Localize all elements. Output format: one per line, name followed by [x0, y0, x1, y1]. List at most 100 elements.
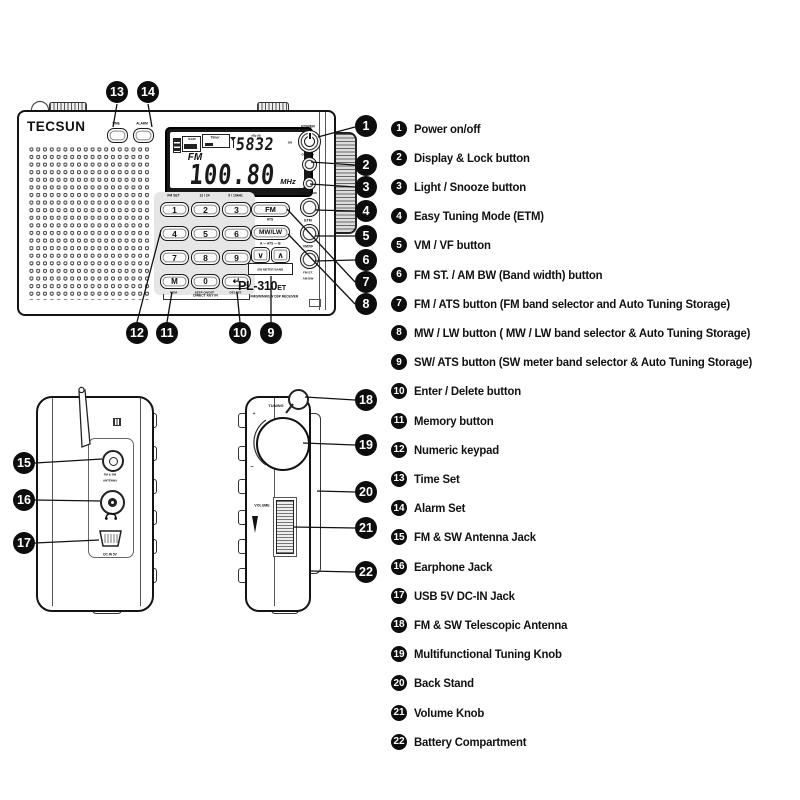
sw-up-button: ∧	[271, 247, 290, 263]
timer-label: Timer	[210, 135, 220, 140]
legend-label: VM / VF button	[414, 238, 491, 253]
legend-num: 20	[391, 675, 407, 692]
legend-label: Alarm Set	[414, 501, 466, 516]
legend-num: 21	[391, 704, 407, 721]
legend-item-9: 9 SW/ ATS button (SW meter band selector …	[391, 348, 797, 377]
callout-4: 4	[355, 200, 377, 222]
model-suffix: ET	[277, 285, 287, 292]
callout-18: 18	[355, 389, 377, 411]
key-7: 7	[160, 250, 189, 265]
direct-key-in-bracket	[163, 294, 250, 300]
lock-icon: [ = ]	[305, 171, 311, 176]
signal-units-label: dBµ dB	[251, 134, 261, 137]
key-0: 0	[191, 274, 220, 289]
legend-label: FM & SW Antenna Jack	[414, 530, 536, 545]
legend-label: Power on/off	[414, 121, 481, 136]
alarm-button	[133, 128, 154, 143]
lcd-frequency: 100.80	[188, 160, 277, 192]
enter-key-hint: DELETE	[229, 290, 242, 295]
power-label: POWER	[301, 124, 315, 129]
display-button	[302, 157, 317, 172]
ats-ab-label: A — ATS — B	[260, 241, 281, 246]
earphone-jack	[100, 490, 125, 515]
legend-num: 8	[391, 324, 407, 341]
key-4: 4	[160, 226, 189, 241]
key-9: 9	[222, 250, 251, 265]
legend-label: Light / Snooze button	[414, 179, 526, 194]
etm-button	[300, 198, 319, 217]
legend-item-3: 3 Light / Snooze button	[391, 172, 797, 201]
sw-meter-band-label: SW METER BAND	[257, 267, 284, 271]
timer-bar	[205, 143, 213, 146]
zero-key-hint: BEEP ON/OFF	[194, 290, 215, 295]
callout-6: 6	[355, 249, 377, 271]
legend-num: 14	[391, 500, 407, 517]
key-6: 6	[222, 226, 251, 241]
keypad-hint-9-10khz: 9 / 10kHz	[228, 193, 243, 198]
timer-indicator-box: Timer	[202, 134, 230, 148]
tuning-knob	[256, 417, 310, 471]
etm-label: ETM	[304, 218, 312, 223]
left-side-seam-1	[52, 398, 53, 606]
tuning-label: TUNING	[268, 403, 284, 408]
sw-meter-band-box: SW METER BAND	[248, 263, 293, 275]
speaker-grille	[28, 146, 150, 300]
legend-num: 22	[391, 733, 407, 750]
key-3: 3	[222, 202, 251, 217]
alarm-button-label: ALARM	[136, 121, 148, 126]
legend-num: 1	[391, 120, 407, 137]
signal-value: 5832	[234, 134, 276, 155]
legend-num: 7	[391, 295, 407, 312]
callout-21: 21	[355, 517, 377, 539]
time-button	[107, 128, 128, 143]
callout-7: 7	[355, 271, 377, 293]
antenna-jack	[102, 450, 124, 472]
signal-antenna-stem	[232, 140, 234, 148]
antenna-jack-label-1: FM & SW	[103, 472, 117, 477]
model-number: PL-310	[238, 279, 278, 293]
key-8: 8	[191, 250, 220, 265]
legend-item-14: 14 Alarm Set	[391, 494, 797, 523]
signal-sn-label: S/N	[287, 141, 293, 144]
legend-label: SW/ ATS button (SW meter band selector &…	[414, 355, 753, 370]
callout-16: 16	[13, 489, 35, 511]
legend-label: Volume Knob	[414, 705, 485, 720]
light-snooze-button	[303, 177, 316, 190]
callout-20: 20	[355, 481, 377, 503]
sleep-bar	[184, 144, 197, 149]
callout-17: 17	[13, 532, 35, 554]
callout-2: 2	[355, 154, 377, 176]
legend-num: 17	[391, 587, 407, 604]
legend-label: FM ST. / AM BW (Band width) button	[414, 267, 603, 282]
legend-label: Multifunctional Tuning Knob	[414, 647, 562, 662]
power-icon	[304, 136, 315, 147]
legend-num: 11	[391, 412, 407, 429]
callout-8: 8	[355, 293, 377, 315]
legend-num: 9	[391, 354, 407, 371]
callout-14: 14	[137, 81, 159, 103]
callout-3: 3	[355, 176, 377, 198]
legend-num: 2	[391, 149, 407, 166]
brand-logo: TECSUN	[27, 119, 86, 134]
legend-label: Enter / Delete button	[414, 384, 521, 399]
legend-item-11: 11 Memory button	[391, 406, 797, 435]
key-1: 1	[160, 202, 189, 217]
legend-label: FM & SW Telescopic Antenna	[414, 617, 568, 632]
tuning-plus-label: +	[252, 410, 256, 417]
callout-12: 12	[126, 322, 148, 344]
keypad-hint-12-24: 12 / 24	[199, 193, 210, 198]
sleep-indicator-box: SLEEP	[182, 136, 201, 152]
legend-item-21: 21 Volume Knob	[391, 698, 797, 727]
legend-label: Memory button	[414, 413, 494, 428]
legend-num: 3	[391, 178, 407, 195]
